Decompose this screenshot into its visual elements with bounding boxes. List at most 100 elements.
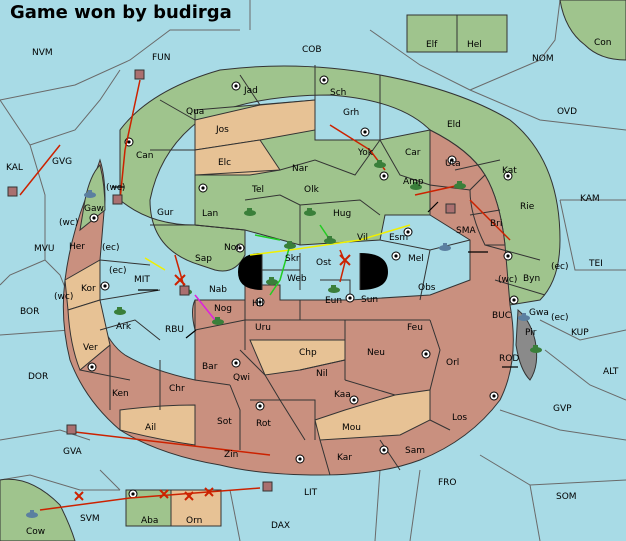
label-kaa: Kaa (334, 390, 351, 400)
label-gur: Gur (157, 208, 174, 218)
label-sam: Sam (405, 446, 425, 456)
province-borders (79, 65, 546, 476)
label-amp: Amp (403, 177, 424, 187)
label-gaw: Gaw (84, 204, 104, 214)
label-uru: Uru (255, 323, 271, 333)
label-neu: Neu (367, 348, 385, 358)
label-dax: DAX (271, 521, 290, 531)
label-hel: Hel (467, 40, 482, 50)
label-cob: COB (302, 45, 322, 55)
label-ark: Ark (116, 322, 132, 332)
label-kor: Kor (81, 284, 96, 294)
label-lit: LIT (304, 488, 318, 498)
order-crosses (74, 254, 351, 501)
label-ken: Ken (112, 389, 129, 399)
label-mvu: MVU (34, 244, 55, 254)
label-ver: Ver (83, 343, 98, 353)
label-sap: Sap (195, 254, 212, 264)
label-dor: DOR (28, 372, 48, 382)
label-elf: Elf (426, 40, 438, 50)
label-fun: FUN (152, 53, 171, 63)
label-bri: Bri (490, 219, 502, 229)
province-cow[interactable] (0, 478, 76, 541)
province-group-pink (62, 129, 514, 476)
label-ec-1: (ec) (102, 243, 120, 253)
province-hel[interactable] (456, 14, 508, 53)
label-chr: Chr (169, 384, 185, 394)
label-qua: Qua (186, 107, 204, 117)
label-hil: Hil (252, 299, 264, 309)
label-con: Con (594, 38, 612, 48)
label-ost: Ost (316, 258, 332, 268)
label-gwa: Gwa (529, 308, 549, 318)
label-kar: Kar (337, 453, 352, 463)
province-bri[interactable] (469, 174, 506, 246)
label-gva: GVA (63, 447, 83, 457)
label-wc-1: (wc) (59, 218, 78, 228)
label-tel: Tel (251, 185, 264, 195)
label-nor: Nor (224, 243, 240, 253)
label-nog: Nog (214, 304, 232, 314)
label-ec-4: (ec) (551, 313, 569, 323)
label-nil: Nil (316, 369, 328, 379)
label-svm: SVM (80, 514, 100, 524)
label-nom: NOM (532, 54, 554, 64)
order-arrows (19, 79, 511, 511)
label-obs: Obs (418, 283, 436, 293)
province-labels: NVM FUN COB NOM OVD KAL GVG MVU BOR DOR … (6, 38, 619, 537)
game-status-title: Game won by budirga (10, 2, 232, 23)
label-nar: Nar (292, 164, 308, 174)
label-orl: Orl (446, 358, 459, 368)
label-kal: KAL (6, 163, 23, 173)
label-ec-2: (ec) (109, 266, 127, 276)
label-rie: Rie (520, 202, 535, 212)
label-zin: Zin (224, 450, 238, 460)
label-her: Her (69, 242, 85, 252)
label-cow: Cow (26, 527, 45, 537)
label-kat: Kat (502, 166, 517, 176)
label-grh: Grh (343, 108, 359, 118)
label-buc: BUC (492, 311, 511, 321)
label-skr: Skr (285, 254, 300, 264)
label-fro: FRO (438, 478, 457, 488)
label-eld: Eld (447, 120, 461, 130)
province-ver[interactable] (67, 299, 111, 371)
label-uta: Uta (445, 159, 461, 169)
label-sch: Sch (330, 88, 346, 98)
label-rot: Rot (256, 419, 271, 429)
province-ail[interactable] (119, 404, 196, 446)
label-ec-3: (ec) (551, 262, 569, 272)
label-sma: SMA (456, 226, 476, 236)
label-alt: ALT (603, 367, 619, 377)
label-yok: Yok (357, 148, 374, 158)
label-orn: Orn (186, 516, 202, 526)
label-vil: Vil (357, 233, 368, 243)
label-mou: Mou (342, 423, 361, 433)
supply-centers (87, 75, 519, 499)
label-pir: Pir (525, 328, 537, 338)
label-jad: Jad (243, 86, 258, 96)
label-los: Los (452, 413, 467, 423)
label-kup: KUP (571, 328, 589, 338)
label-nvm: NVM (32, 48, 53, 58)
label-chp: Chp (299, 348, 317, 358)
label-ovd: OVD (557, 107, 577, 117)
province-mou[interactable] (314, 389, 431, 441)
label-gvg: GVG (52, 157, 72, 167)
label-wc-4: (wc) (498, 275, 517, 285)
label-qwi: Qwi (233, 373, 250, 383)
label-bar: Bar (202, 362, 218, 372)
province-pir[interactable] (515, 308, 538, 381)
label-gvp: GVP (553, 404, 572, 414)
label-som: SOM (556, 492, 577, 502)
label-wc-2: (wc) (54, 292, 73, 302)
label-sot: Sot (217, 417, 232, 427)
label-rbu: RBU (165, 325, 184, 335)
label-rod: ROD (499, 354, 519, 364)
label-sun: Sun (361, 295, 378, 305)
label-lan: Lan (202, 209, 218, 219)
label-byn: Byn (523, 274, 540, 284)
province-con[interactable] (559, 0, 626, 61)
label-can: Can (136, 151, 154, 161)
